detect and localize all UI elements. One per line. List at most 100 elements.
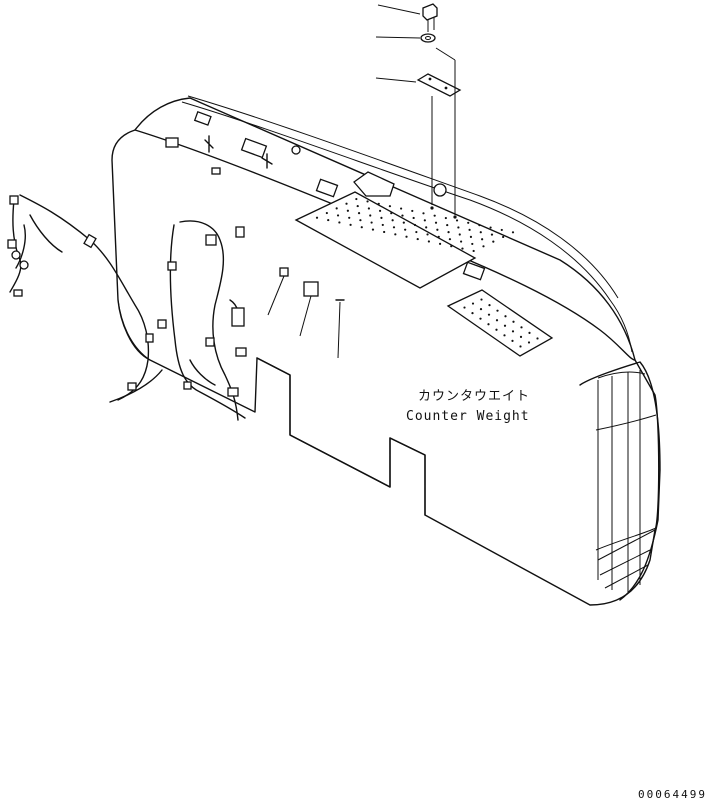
bolt-part [377, 3, 438, 32]
perforation-dot [338, 221, 341, 224]
perforation-dot [415, 230, 418, 234]
perforation-dot [511, 330, 515, 333]
perforation-dot [349, 223, 352, 226]
perforation-dot [425, 226, 428, 229]
perforation-dot [479, 317, 482, 320]
perforation-dot [394, 233, 397, 236]
perforation-dot [528, 331, 531, 334]
perforation-dot [482, 245, 485, 248]
perforation-dot [471, 312, 474, 315]
perforation-dot [426, 233, 429, 236]
perforation-dot [503, 334, 506, 337]
perforation-dot [345, 202, 348, 205]
perforation-dot [315, 216, 319, 219]
perforation-dot [487, 323, 490, 326]
perforation-dot [479, 231, 482, 234]
cover-plate-large [294, 191, 477, 289]
perforation-dot [471, 302, 475, 305]
perforation-dot [377, 202, 380, 205]
perforation-dot [448, 238, 452, 241]
perforation-dot [402, 221, 405, 224]
perforation-dot [511, 339, 514, 342]
perforation-dot [327, 218, 330, 222]
perforation-dot [346, 209, 349, 212]
bracket-part [375, 47, 462, 219]
perforation-dot [481, 238, 484, 241]
perforation-dot [511, 231, 515, 234]
perforation-dot [371, 228, 375, 231]
perforation-dot [503, 324, 507, 327]
perforation-dot [495, 328, 498, 331]
perforation-dot [325, 211, 328, 215]
perforation-dot [423, 219, 426, 222]
perforation-dot [527, 341, 531, 344]
perforation-dot [357, 212, 361, 215]
perforation-dot [412, 216, 415, 220]
perforation-dot [422, 212, 425, 215]
part-label-jp: カウンタウエイト [418, 389, 531, 404]
perforation-dot [359, 219, 362, 222]
perforation-dot [378, 209, 382, 212]
clip-parts [267, 267, 345, 359]
cover-plate-small [446, 289, 554, 357]
perforation-dot [471, 242, 474, 246]
perforation-dot [381, 223, 384, 227]
perforation-dot [369, 214, 372, 217]
perforation-dot [411, 209, 414, 213]
perforation-dot [469, 235, 473, 238]
perforation-dot [472, 249, 475, 253]
perforation-dot [404, 228, 407, 231]
perforation-dot [460, 240, 463, 243]
perforation-dot [489, 226, 492, 229]
perforation-dot [520, 326, 523, 329]
perforation-dot [461, 247, 464, 250]
plate-perforations [315, 197, 539, 348]
perforation-dot [446, 223, 449, 227]
perforation-dot [434, 221, 438, 224]
perforation-dot [512, 320, 515, 323]
perforation-dot [463, 306, 466, 309]
perforation-dot [436, 228, 439, 231]
perforation-dot [495, 319, 499, 322]
perforation-dot [348, 216, 351, 219]
perforation-dot [336, 214, 340, 217]
wiring-harness [7, 194, 247, 421]
counterweight-body [111, 95, 661, 606]
perforation-dot [335, 207, 338, 210]
perforation-dot [416, 237, 419, 241]
perforation-dot [392, 226, 396, 229]
perforation-dot [383, 230, 386, 234]
perforation-dot [400, 207, 403, 210]
perforation-dot [519, 335, 523, 338]
perforation-dot [455, 219, 459, 222]
perforation-dot [433, 214, 436, 217]
washer-part [375, 33, 436, 43]
perforation-dot [478, 224, 481, 227]
perforation-dot [444, 216, 447, 220]
top-face-fittings [165, 111, 486, 281]
perforation-dot [390, 212, 393, 215]
perforation-dot [496, 309, 499, 312]
counterweight-base-notch [256, 357, 426, 516]
perforation-dot [468, 228, 471, 231]
perforation-dot [427, 240, 430, 243]
perforation-dot [447, 231, 450, 234]
perforation-dot [457, 226, 460, 229]
perforation-dot [479, 308, 483, 311]
perforation-dot [487, 313, 491, 316]
perforation-dot [504, 315, 507, 318]
perforation-dot [380, 216, 383, 219]
perforation-dot [490, 233, 494, 236]
perforation-dot [391, 219, 394, 222]
perforation-dot [366, 200, 369, 203]
perforation-dot [405, 235, 408, 238]
part-label-en: Counter Weight [406, 409, 530, 424]
perforation-dot [388, 205, 392, 208]
perforation-dot [458, 233, 461, 236]
perforation-dot [502, 235, 505, 239]
perforation-dot [500, 228, 503, 232]
perforation-dot [401, 214, 404, 217]
perforation-dot [367, 207, 370, 210]
